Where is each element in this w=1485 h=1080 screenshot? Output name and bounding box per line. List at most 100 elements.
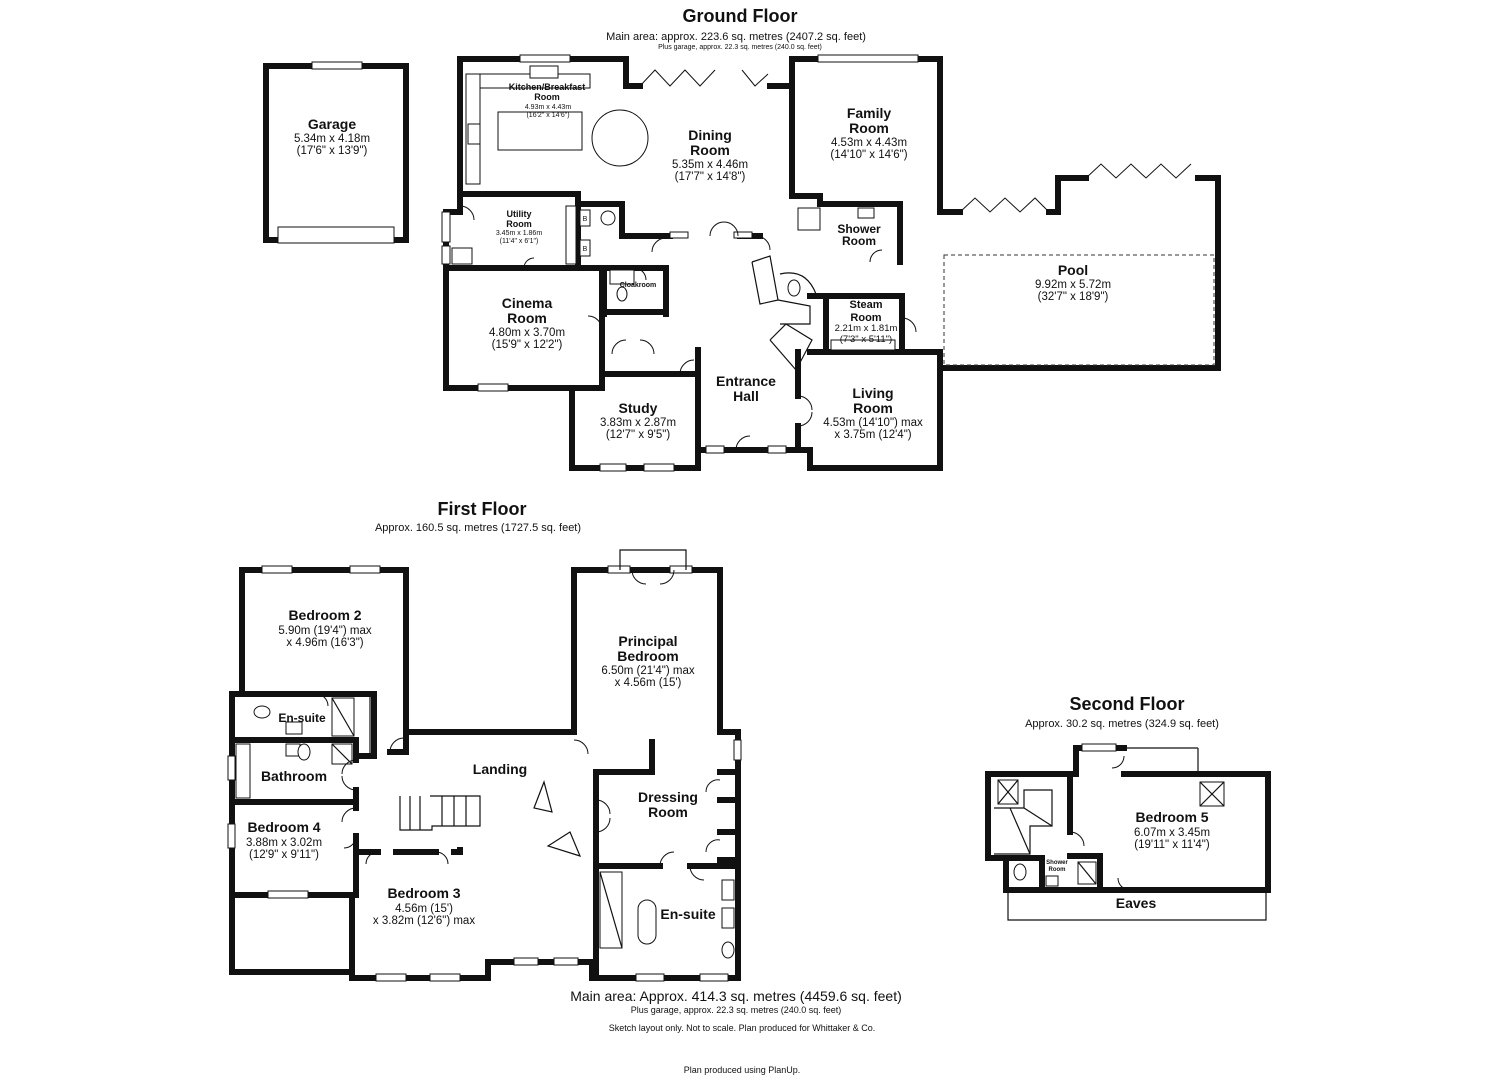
bedroom-4: Bedroom 4 3.88m x 3.02m (12'9" x 9'11") [246,819,322,861]
living-name-line1: Living [852,385,893,401]
bedroom3-dim-line1: 4.56m (15') [395,903,453,915]
ground-floor-garage-note: Plus garage, approx. 22.3 sq. metres (24… [658,44,822,51]
bedroom-5: Bedroom 5 6.07m x 3.45m (19'11" x 11'4") [1134,809,1210,851]
shower-name-line2: Room [842,234,876,248]
pool-dim-imperial: (32'7" x 18'9") [1038,291,1109,303]
cinema-dim-imperial: (15'9" x 12'2") [492,339,563,351]
pool-room: Pool 9.92m x 5.72m (32'7" x 18'9") [1035,262,1111,303]
footer: Main area: Approx. 414.3 sq. metres (445… [570,988,902,1075]
bifold-doors [639,69,1192,213]
principal-bedroom: Principal Bedroom 6.50m (21'4") max x 4.… [601,633,694,689]
bedroom2-dim-line1: 5.90m (19'4") max [278,625,371,637]
garage-dim-imperial: (17'6" x 13'9") [297,145,368,157]
family-dim-imperial: (14'10" x 14'6") [830,149,907,161]
study-room: Study 3.83m x 2.87m (12'7" x 9'5") [600,400,676,441]
utility-dim-imperial: (11'4" x 6'1") [500,238,539,245]
garage-dim-metric: 5.34m x 4.18m [294,133,370,145]
pool-dim-metric: 9.92m x 5.72m [1035,279,1111,291]
ground-floor-area: Main area: approx. 223.6 sq. metres (240… [606,31,866,43]
ground-floor-walls [443,56,1221,471]
utility-dim-metric: 3.45m x 1.86m [496,230,542,237]
cloakroom: Cloakroom [620,282,657,289]
steam-name-line1: Steam [849,299,882,311]
bedroom5-dim-imperial: (19'11" x 11'4") [1134,839,1210,851]
kitchen-dim-imperial: (16'2" x 14'6") [526,112,569,119]
ensuite1-name: En-suite [278,711,326,725]
shower-name-line1: Shower [837,222,881,236]
ensuite-principal: En-suite [660,906,715,922]
dining-dim-metric: 5.35m x 4.46m [672,159,748,171]
principal-dim-line1: 6.50m (21'4") max [601,665,694,677]
dining-name-line2: Room [690,142,730,158]
bedroom4-dim-line1: 3.88m x 3.02m [246,837,322,849]
disclaimer: Sketch layout only. Not to scale. Plan p… [609,1023,875,1033]
steam-dim-metric: 2.21m x 1.81m [835,323,898,334]
family-name-line1: Family [847,105,892,121]
boiler-label-1: B [583,216,588,223]
cinema-dim-metric: 4.80m x 3.70m [489,327,565,339]
second-floor: Second Floor Approx. 30.2 sq. metres (32… [985,694,1271,921]
ground-floor: Ground Floor Main area: approx. 223.6 sq… [263,6,1221,472]
principal-name-line2: Bedroom [617,648,678,664]
utility-name-line2: Room [506,219,532,229]
bedroom5-dim-metric: 6.07m x 3.45m [1134,827,1210,839]
cloakroom-name: Cloakroom [620,282,657,289]
first-floor-area: Approx. 160.5 sq. metres (1727.5 sq. fee… [375,522,581,534]
plan-credit: Plan produced using PlanUp. [684,1065,801,1075]
first-floor: First Floor Approx. 160.5 sq. metres (17… [227,499,742,982]
bathroom-name: Bathroom [261,768,327,784]
family-name-line2: Room [849,120,889,136]
utility-name-line1: Utility [506,209,531,219]
study-dim-imperial: (12'7" x 9'5") [606,429,671,441]
shower-room-second: Shower Room [1046,860,1068,873]
first-windows [227,549,742,982]
living-room: Living Room 4.53m (14'10") max x 3.75m (… [823,385,923,441]
ground-doors [459,205,917,451]
study-name: Study [619,400,658,416]
first-fixtures [235,697,735,959]
landing: Landing [473,761,527,777]
kitchen-name-line1: Kitchen/Breakfast [509,82,586,92]
bedroom3-dim-line2: x 3.82m (12'6") max [373,915,475,927]
dining-name-line1: Dining [688,127,732,143]
bedroom3-name: Bedroom 3 [387,885,460,901]
living-dim-metric: 4.53m (14'10") max [823,417,923,429]
pool-name: Pool [1058,262,1088,278]
first-floor-title: First Floor [438,499,527,519]
shower2-name-line2: Room [1049,867,1066,873]
boiler-label-2: B [583,246,588,253]
family-dim-metric: 4.53m x 4.43m [831,137,907,149]
entrance-name-line1: Entrance [716,373,776,389]
eaves-name: Eaves [1116,895,1157,911]
ensuite2-name: En-suite [660,906,715,922]
bedroom-2: Bedroom 2 5.90m (19'4") max x 4.96m (16'… [278,607,371,649]
shower-room-ground: Shower Room [837,222,881,248]
principal-dim-line2: x 4.56m (15') [615,677,682,689]
total-garage-note: Plus garage, approx. 22.3 sq. metres (24… [631,1005,842,1015]
steam-room: Steam Room 2.21m x 1.81m (7'3" x 5'11") [835,299,898,345]
first-doors [315,569,721,881]
dressing-name-line1: Dressing [638,789,698,805]
dressing-room: Dressing Room [638,789,698,820]
cinema-name-line2: Room [507,310,547,326]
living-name-line2: Room [853,400,893,416]
pool-area [943,254,1215,366]
ground-windows [441,54,919,472]
ensuite-bedroom2: En-suite [278,711,326,725]
first-floor-walls [229,567,741,981]
bedroom4-dim-line2: (12'9" x 9'11") [249,849,319,861]
bedroom5-name: Bedroom 5 [1135,809,1208,825]
principal-name-line1: Principal [618,633,677,649]
kitchen-dim-metric: 4.93m x 4.43m [525,104,571,111]
entrance-name-line2: Hall [733,388,759,404]
ground-fixtures: B B [451,65,896,372]
garage-room: Garage 5.34m x 4.18m (17'6" x 13'9") [263,61,409,244]
bedroom4-name: Bedroom 4 [247,819,320,835]
bedroom2-name: Bedroom 2 [288,607,361,623]
eaves: Eaves [1116,895,1157,911]
family-room: Family Room 4.53m x 4.43m (14'10" x 14'6… [830,105,907,161]
second-floor-walls [985,745,1271,921]
dressing-name-line2: Room [648,804,688,820]
shower2-name-line1: Shower [1046,860,1068,866]
